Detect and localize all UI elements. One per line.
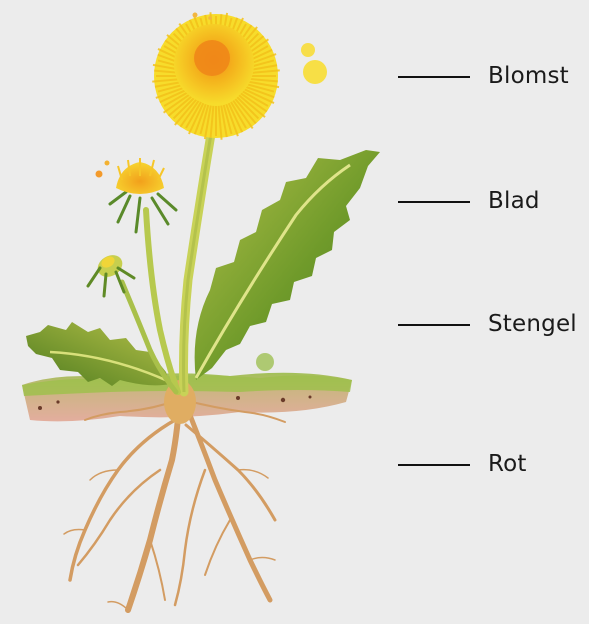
- label-leaf: Blad: [398, 187, 589, 217]
- label-flower: Blomst: [398, 62, 589, 92]
- label-stem: Stengel: [398, 310, 589, 340]
- label-text: Blomst: [488, 63, 569, 89]
- label-text: Rot: [488, 451, 527, 477]
- label-text: Blad: [488, 188, 540, 214]
- pointer-line: [398, 201, 470, 203]
- pointer-line: [398, 324, 470, 326]
- label-text: Stengel: [488, 311, 577, 337]
- label-root: Rot: [398, 450, 589, 480]
- pointer-line: [398, 464, 470, 466]
- pointer-line: [398, 76, 470, 78]
